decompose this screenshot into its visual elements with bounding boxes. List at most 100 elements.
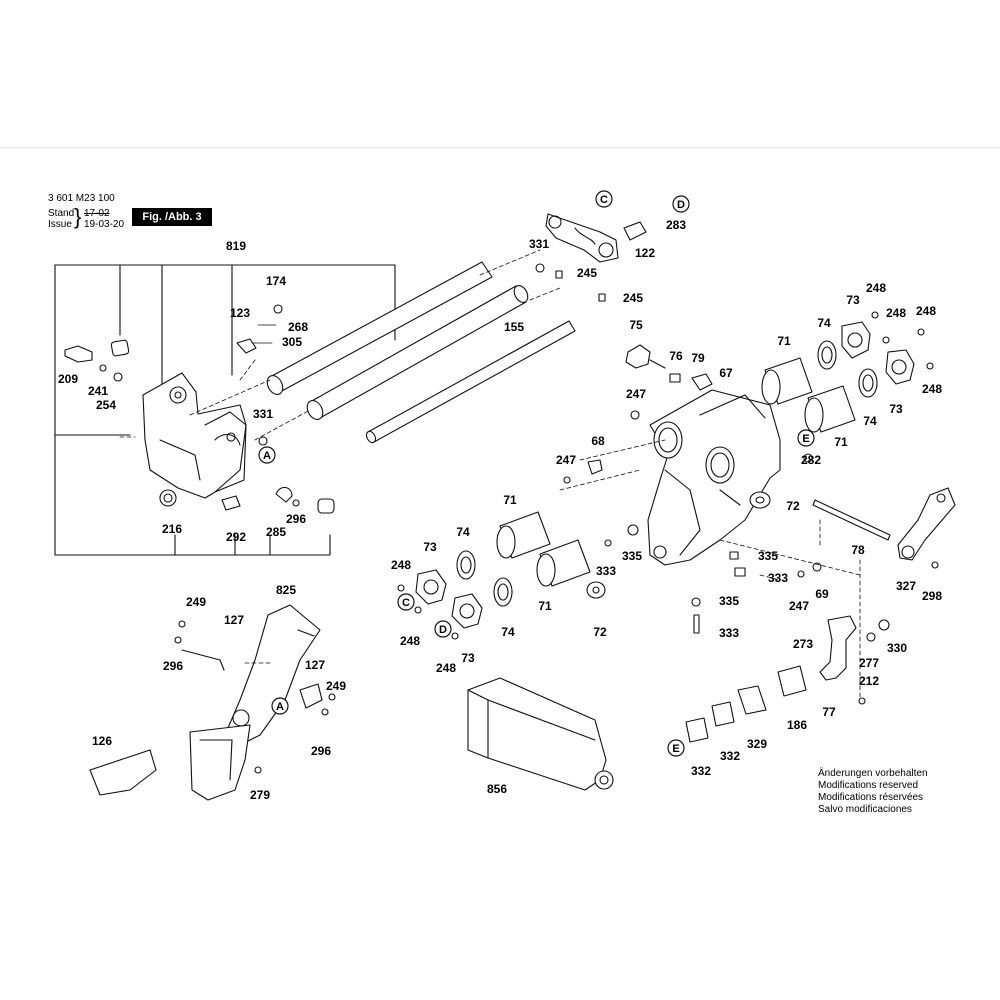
svg-text:C: C	[402, 597, 410, 609]
part-label-71: 71	[538, 599, 552, 613]
part-label-73: 73	[889, 402, 903, 416]
callout-e: E	[667, 739, 685, 757]
part-label-68: 68	[591, 434, 605, 448]
part-label-333: 333	[719, 626, 739, 640]
callout-d: D	[672, 195, 690, 213]
part-label-248: 248	[391, 558, 411, 572]
part-label-327: 327	[896, 579, 916, 593]
part-label-247: 247	[626, 387, 646, 401]
svg-text:A: A	[276, 701, 284, 713]
part-label-75: 75	[629, 318, 643, 332]
part-label-245: 245	[623, 291, 643, 305]
part-label-126: 126	[92, 734, 112, 748]
part-label-330: 330	[887, 641, 907, 655]
tube-middle	[306, 285, 529, 420]
callout-e: E	[797, 429, 815, 447]
part-label-174: 174	[266, 274, 286, 288]
svg-text:E: E	[672, 743, 679, 755]
callout-c: C	[595, 190, 613, 208]
modifications-note: Änderungen vorbehalten Modifications res…	[818, 768, 928, 816]
part-label-296: 296	[311, 744, 331, 758]
part-label-216: 216	[162, 522, 182, 536]
rollers-lower	[397, 459, 822, 640]
part-label-186: 186	[787, 718, 807, 732]
main-housing-67	[625, 344, 781, 566]
part-label-212: 212	[859, 674, 879, 688]
part-label-74: 74	[817, 316, 831, 330]
part-label-247: 247	[789, 599, 809, 613]
part-label-254: 254	[96, 398, 116, 412]
stand-label: Stand	[48, 208, 75, 219]
issue-value: 19-03-20	[84, 219, 125, 230]
note-line: Modifications reserved	[818, 780, 919, 791]
part-label-292: 292	[226, 530, 246, 544]
part-number: 3 601 M23 100	[48, 193, 115, 204]
part-label-72: 72	[593, 625, 607, 639]
part-label-67: 67	[719, 366, 733, 380]
part-label-332: 332	[720, 749, 740, 763]
note-line: Änderungen vorbehalten	[818, 768, 928, 779]
part-label-248: 248	[866, 281, 886, 295]
part-label-69: 69	[815, 587, 829, 601]
frame-819-lines	[54, 264, 396, 556]
rollers-upper	[749, 311, 934, 509]
part-label-127: 127	[224, 613, 244, 627]
part-label-273: 273	[793, 637, 813, 651]
callout-c: C	[397, 593, 415, 611]
left-dashed-leaders	[119, 359, 311, 441]
part-label-127: 127	[305, 658, 325, 672]
part-label-209: 209	[58, 372, 78, 386]
part-label-248: 248	[916, 304, 936, 318]
part-label-335: 335	[622, 549, 642, 563]
svg-text:A: A	[263, 450, 271, 462]
part-label-77: 77	[822, 705, 836, 719]
left-bracket-assembly	[64, 304, 335, 514]
bracket-glyph: }	[74, 204, 82, 229]
tube-155	[365, 320, 576, 444]
part-label-331: 331	[253, 407, 273, 421]
svg-text:C: C	[600, 194, 608, 206]
callout-a: A	[271, 697, 289, 715]
tube-upper	[266, 261, 493, 395]
dust-bag-856	[467, 677, 614, 791]
part-label-71: 71	[777, 334, 791, 348]
part-label-277: 277	[859, 656, 879, 670]
figure-badge: Fig. /Abb. 3	[132, 208, 212, 226]
part-label-245: 245	[577, 266, 597, 280]
part-label-72: 72	[786, 499, 800, 513]
issue-label: Issue	[48, 219, 72, 230]
part-label-819: 819	[226, 239, 246, 253]
part-label-296: 296	[286, 512, 306, 526]
part-label-331: 331	[529, 237, 549, 251]
part-label-332: 332	[691, 764, 711, 778]
part-label-241: 241	[88, 384, 108, 398]
part-label-248: 248	[886, 306, 906, 320]
part-label-825: 825	[276, 583, 296, 597]
note-line: Modifications réservées	[818, 792, 924, 803]
part-label-73: 73	[846, 293, 860, 307]
part-label-123: 123	[230, 306, 250, 320]
part-label-155: 155	[504, 320, 524, 334]
part-label-247: 247	[556, 453, 576, 467]
part-label-248: 248	[400, 634, 420, 648]
part-label-329: 329	[747, 737, 767, 751]
part-label-249: 249	[326, 679, 346, 693]
part-label-248: 248	[922, 382, 942, 396]
part-label-298: 298	[922, 589, 942, 603]
part-label-282: 282	[801, 453, 821, 467]
part-label-76: 76	[669, 349, 683, 363]
part-label-71: 71	[834, 435, 848, 449]
part-label-285: 285	[266, 525, 286, 539]
part-label-268: 268	[288, 320, 308, 334]
note-line: Salvo modificaciones	[818, 804, 912, 815]
part-label-73: 73	[461, 651, 475, 665]
part-label-296: 296	[163, 659, 183, 673]
part-label-335: 335	[719, 594, 739, 608]
part-label-283: 283	[666, 218, 686, 232]
part-label-71: 71	[503, 493, 517, 507]
top-divider	[0, 147, 1000, 148]
part-label-248: 248	[436, 661, 456, 675]
